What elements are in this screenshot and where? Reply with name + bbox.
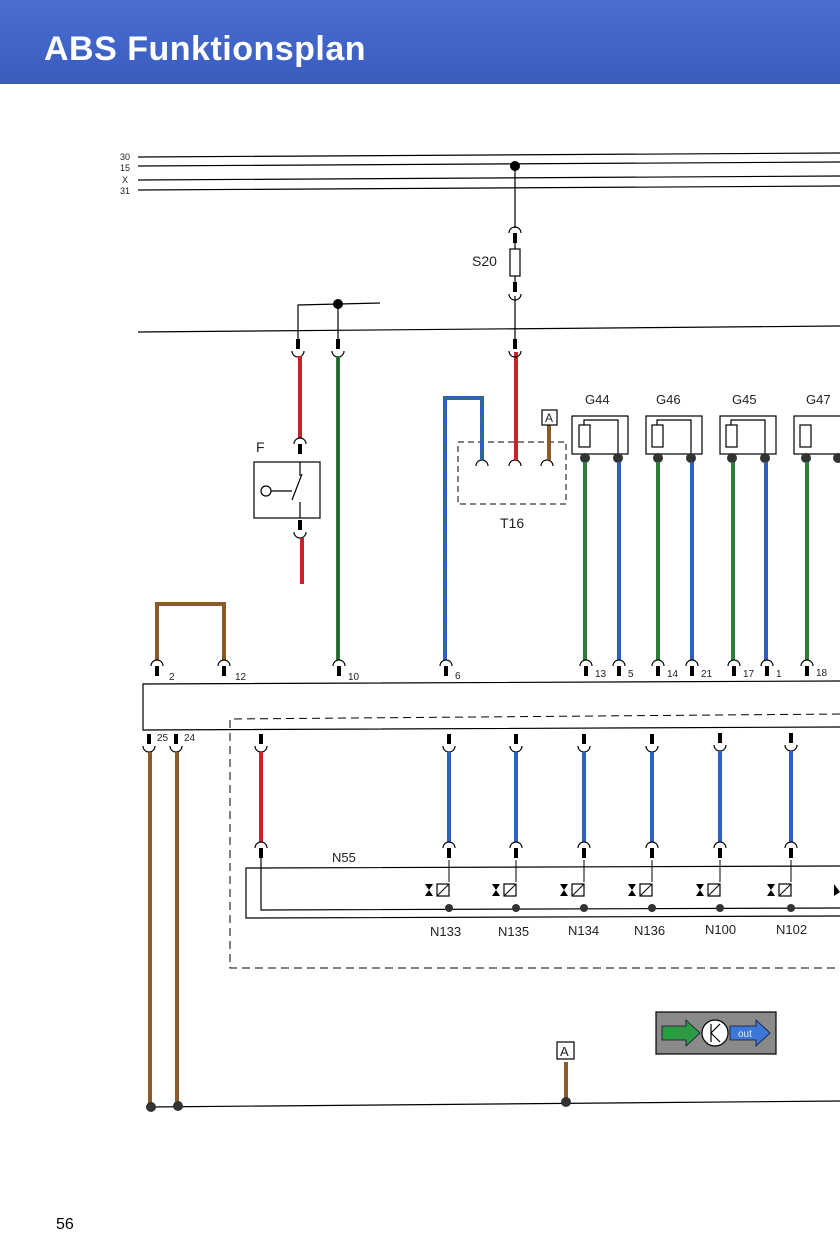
- ground-line: [137, 325, 840, 333]
- valve-label-n134: N134: [568, 923, 599, 938]
- bus-label-30: 30: [120, 152, 130, 162]
- fuse-label: S20: [472, 253, 497, 269]
- sensor-label-g47: G47: [806, 392, 831, 407]
- in-out-legend: in out: [655, 1011, 777, 1055]
- valve-block-n55: N55: [245, 850, 840, 919]
- connector-t16: T16 A: [443, 352, 567, 660]
- legend-out-label: out: [738, 1029, 752, 1040]
- valve-wires: [254, 751, 798, 859]
- page-title: ABS Funktionsplan: [44, 30, 367, 68]
- valve-label-n102: N102: [776, 922, 807, 937]
- pin-label-1: 1: [776, 669, 782, 680]
- sensor-label-g46: G46: [656, 392, 681, 407]
- bus-label-15: 15: [120, 163, 130, 173]
- connector-label: T16: [500, 515, 524, 531]
- pin-label-10: 10: [348, 672, 360, 683]
- fuse-s20: S20: [472, 161, 522, 340]
- pin-label-18: 18: [816, 668, 828, 679]
- pin-label-14: 14: [667, 669, 679, 680]
- valve-label-n135: N135: [498, 924, 529, 939]
- bus-label-x: X: [122, 175, 128, 185]
- pin-label-5: 5: [628, 669, 634, 680]
- control-unit: [142, 680, 840, 731]
- control-unit-bottom-pins: 25 24: [142, 732, 798, 753]
- valve-block-label: N55: [332, 850, 356, 865]
- pin-label-6: 6: [455, 671, 461, 682]
- sensor-g46: G46: [645, 392, 703, 660]
- pin-label-2: 2: [169, 672, 175, 683]
- pin-label-24: 24: [184, 733, 196, 744]
- valve-symbols: [425, 860, 840, 912]
- valve-label-n133: N133: [430, 924, 461, 939]
- switch-feed: [291, 299, 381, 660]
- ground-wires: A: [146, 752, 840, 1112]
- control-unit-top-pins: [150, 659, 814, 677]
- sensor-g44: G44: [571, 392, 629, 660]
- bus-line-labels: 30 15 X 31: [120, 152, 130, 196]
- switch-label: F: [256, 439, 265, 455]
- page-header: ABS Funktionsplan: [0, 0, 840, 84]
- valve-label-n136: N136: [634, 923, 665, 938]
- sensor-g47: G47: [793, 392, 840, 660]
- marker-a-top: A: [545, 411, 553, 425]
- pin-label-12: 12: [235, 672, 247, 683]
- pin-label-25: 25: [157, 733, 169, 744]
- switch-f: F: [253, 437, 321, 584]
- valve-label-n100: N100: [705, 922, 736, 937]
- bus-lines: [137, 152, 840, 191]
- sensor-g45: G45: [719, 392, 777, 660]
- hydraulic-unit-boundary: [229, 713, 840, 969]
- pin-label-13: 13: [595, 669, 607, 680]
- control-unit-pin-labels: 2 12 10 6 13 5 14 21 17 1 18: [169, 668, 828, 683]
- sensor-label-g45: G45: [732, 392, 757, 407]
- marker-a-bottom: A: [560, 1044, 569, 1059]
- pin-label-21: 21: [701, 669, 713, 680]
- valve-labels: N133 N135 N134 N136 N100 N102: [430, 922, 807, 939]
- sensor-label-g44: G44: [585, 392, 610, 407]
- brown-loop-wire: [155, 602, 226, 660]
- page-number: 56: [56, 1216, 74, 1233]
- pin-label-17: 17: [743, 669, 755, 680]
- legend-in-label: in: [668, 1029, 676, 1040]
- bus-label-31: 31: [120, 186, 130, 196]
